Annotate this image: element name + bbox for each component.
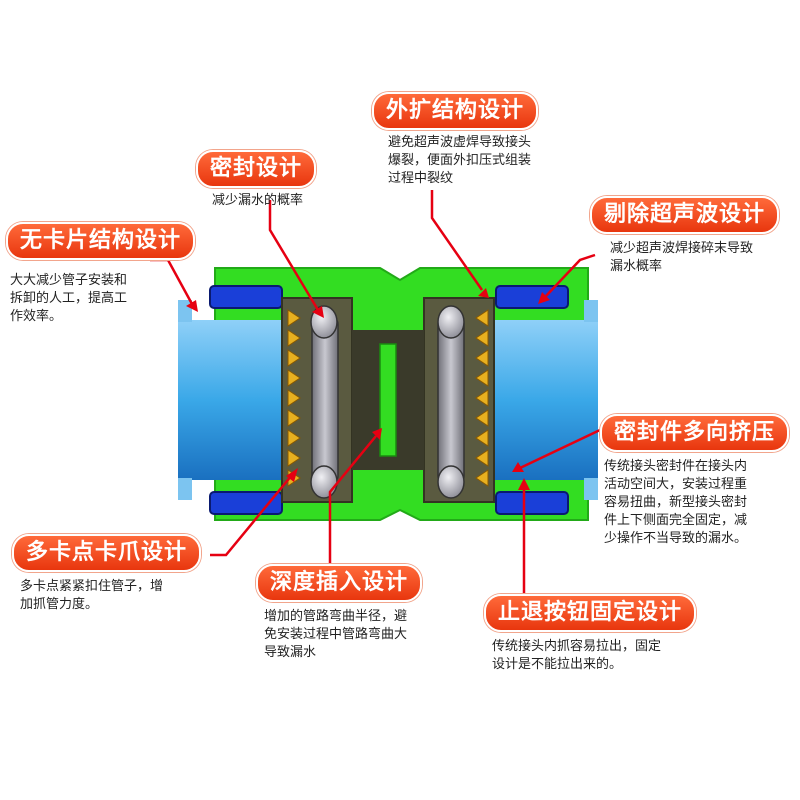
desc-multi-claw-line-1: 多卡点紧紧扣住管子，增 [20,579,164,594]
leader-outer-expand [430,190,484,291]
title-stop-button: 止退按钮固定设计 [484,594,697,632]
leader-remove-ultrasonic [545,253,596,297]
desc-depth-insert-line-3: 导致漏水 [264,645,317,660]
title-multi-seal: 密封件多向挤压 [600,414,790,452]
desc-multi-seal-line-4: 件上下侧面完全固定，减 [604,513,748,528]
right-pipe-rim-top [584,300,598,322]
right-pipe [490,320,598,480]
desc-multi-seal-line-3: 容易扭曲，新型接头密封 [604,495,748,510]
title-no-clip: 无卡片结构设计 [6,222,196,260]
right-seal-bar [437,317,465,483]
desc-outer-expand-line-2: 爆裂，便面外扣压式组装 [388,153,532,168]
leader-no-clip [150,258,194,305]
leader-multi-seal [519,428,601,470]
left-pipe [178,320,288,480]
left-seal-bar [311,317,339,483]
right-cap-bottom [495,491,569,515]
title-seal: 密封设计 [196,150,317,188]
desc-multi-seal-line-1: 传统接头密封件在接头内 [604,459,748,474]
desc-multi-claw-line-2: 加抓管力度。 [20,597,99,612]
title-remove-ultrasonic: 剔除超声波设计 [590,196,780,234]
desc-outer-expand-line-3: 过程中裂纹 [388,171,454,186]
callout-depth-insert: 深度插入设计 增加的管路弯曲半径，避 免安装过程中管路弯曲大 导致漏水 [256,564,423,662]
callout-seal: 密封设计 减少漏水的概率 [196,150,317,210]
desc-depth-insert-line-1: 增加的管路弯曲半径，避 [264,609,408,624]
desc-stop-button-line-1: 传统接头内抓容易拉出，固定 [492,639,662,654]
title-depth-insert: 深度插入设计 [256,564,423,602]
left-cap-top [209,285,283,309]
desc-no-clip-line-2: 拆卸的人工，提高工 [10,291,128,306]
title-outer-expand: 外扩结构设计 [372,92,539,130]
desc-no-clip-line-1: 大大减少管子安装和 [10,273,128,288]
callout-multi-claw: 多卡点卡爪设计 多卡点紧紧扣住管子，增 加抓管力度。 [12,534,202,614]
callout-stop-button: 止退按钮固定设计 传统接头内抓容易拉出，固定 设计是不能拉出来的。 [484,594,697,674]
right-claws [475,309,489,487]
leader-depth-insert [328,435,377,568]
right-seal-ring-top [437,305,465,339]
desc-no-clip-line-3: 作效率。 [10,309,63,324]
desc-depth-insert-line-2: 免安装过程中管路弯曲大 [264,627,408,642]
leader-arrowheads [186,288,550,490]
right-pipe-rim-bottom [584,478,598,500]
desc-seal-line-1: 减少漏水的概率 [212,193,304,208]
title-multi-claw: 多卡点卡爪设计 [12,534,202,572]
desc-outer-expand-line-1: 避免超声波虚焊导致接头 [388,135,532,150]
leader-lines [150,190,601,600]
leader-multi-claw [210,474,293,557]
right-cap-top [495,285,569,309]
left-cap-bottom [209,491,283,515]
callout-multi-seal: 密封件多向挤压 传统接头密封件在接头内 活动空间大，安装过程重 容易扭曲，新型接… [600,414,790,548]
callout-remove-ultrasonic: 剔除超声波设计 减少超声波焊接碎末导致 漏水概率 [590,196,780,276]
left-seal-ring-bottom [310,465,338,499]
center-stop [379,343,397,457]
callout-outer-expand: 外扩结构设计 避免超声波虚焊导致接头 爆裂，便面外扣压式组装 过程中裂纹 [372,92,539,188]
right-seal-ring-bottom [437,465,465,499]
desc-multi-seal-line-2: 活动空间大，安装过程重 [604,477,748,492]
desc-multi-seal-line-5: 少操作不当导致的漏水。 [604,531,748,546]
left-claws [287,309,301,487]
left-pipe-rim-bottom [178,478,192,500]
desc-remove-ultrasonic-line-2: 漏水概率 [610,259,663,274]
callout-no-clip: 无卡片结构设计 大大减少管子安装和 拆卸的人工，提高工 作效率。 [6,222,196,326]
desc-remove-ultrasonic-line-1: 减少超声波焊接碎末导致 [610,241,754,256]
desc-stop-button-line-2: 设计是不能拉出来的。 [492,657,623,672]
leader-seal [268,200,320,311]
